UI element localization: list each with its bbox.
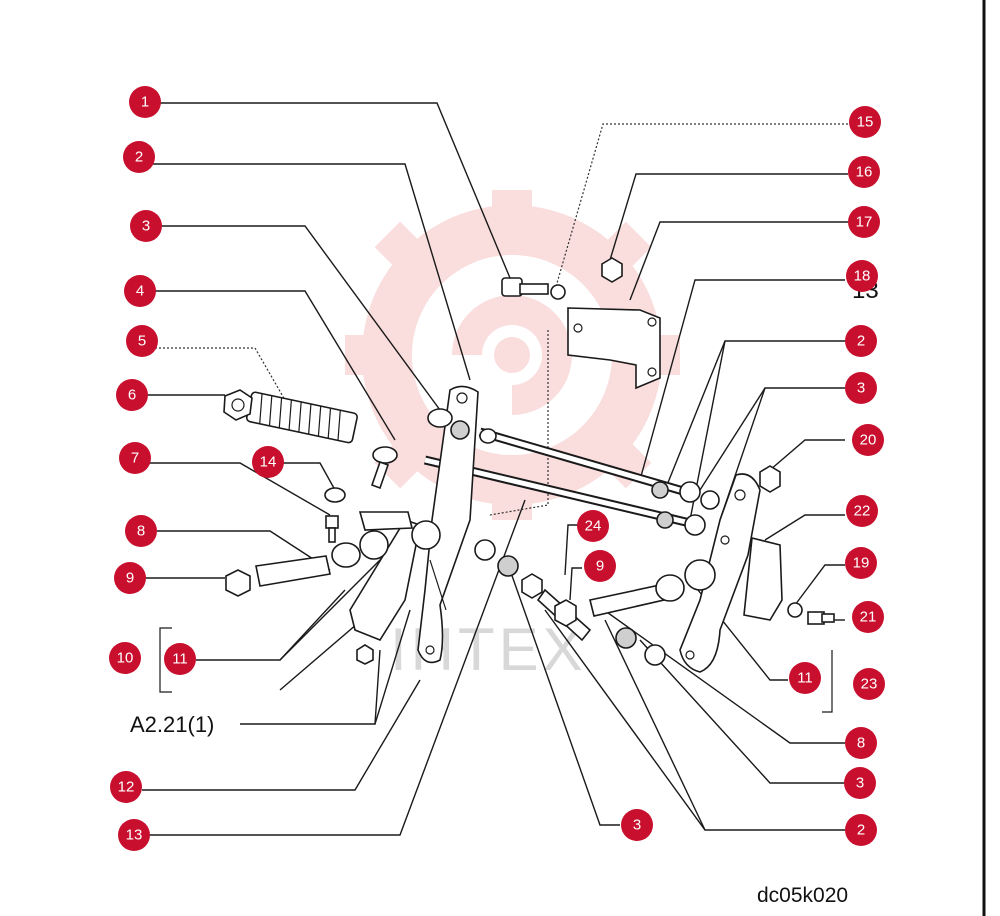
pin-right [589, 559, 716, 617]
bolt-top [501, 277, 566, 300]
callout-1: 1 [129, 86, 161, 118]
svg-text:10: 10 [117, 650, 134, 667]
eye-bolt [370, 446, 398, 490]
callout-5: 5 [126, 325, 158, 357]
callout-19: 19 [845, 547, 877, 579]
callout-23: 23 [853, 668, 885, 700]
svg-text:5: 5 [138, 333, 146, 350]
svg-text:21: 21 [860, 609, 877, 626]
callout-8: 8 [125, 515, 157, 547]
svg-text:15: 15 [857, 114, 874, 131]
leader-lines-right [489, 123, 848, 831]
washer-bolt-right [787, 602, 835, 625]
svg-text:14: 14 [260, 454, 277, 471]
callout-3-right: 3 [845, 372, 877, 404]
spring [245, 391, 358, 444]
svg-text:23: 23 [861, 676, 878, 693]
svg-text:24: 24 [585, 518, 602, 535]
callout-2-right: 2 [845, 325, 877, 357]
svg-text:9: 9 [126, 570, 134, 587]
hex-nut-right [759, 465, 781, 493]
svg-text:2: 2 [857, 822, 865, 839]
svg-text:8: 8 [137, 523, 145, 540]
svg-text:16: 16 [856, 164, 873, 181]
svg-text:3: 3 [633, 817, 641, 834]
callout-9: 9 [114, 562, 146, 594]
callout-21: 21 [852, 601, 884, 633]
callout-12: 12 [110, 771, 142, 803]
svg-text:7: 7 [131, 450, 139, 467]
callout-6: 6 [116, 379, 148, 411]
svg-text:8: 8 [857, 735, 865, 752]
callout-3-bottom: 3 [621, 809, 653, 841]
hex-nut-left [223, 389, 253, 421]
svg-text:3: 3 [856, 775, 864, 792]
callout-7: 7 [119, 442, 151, 474]
mounting-bracket-top [567, 307, 661, 390]
svg-text:3: 3 [142, 218, 150, 235]
callout-8-right: 8 [845, 727, 877, 759]
ball-joint-upper [427, 408, 497, 444]
callout-16: 16 [848, 156, 880, 188]
callout-10: 10 [109, 642, 141, 674]
callout-20: 20 [852, 424, 884, 456]
cap-washer [324, 487, 346, 503]
svg-text:22: 22 [854, 503, 871, 520]
left-lever-plate [417, 385, 479, 664]
callout-11: 11 [164, 643, 196, 675]
svg-text:18: 18 [854, 268, 871, 285]
svg-text:12: 12 [118, 779, 135, 796]
svg-text:13: 13 [126, 827, 143, 844]
reference-label: A2.21(1) [130, 712, 214, 737]
svg-text:17: 17 [856, 214, 873, 231]
callout-2: 2 [123, 141, 155, 173]
svg-text:3: 3 [857, 380, 865, 397]
hex-nut-top [601, 257, 623, 283]
callout-11-right: 11 [789, 662, 821, 694]
svg-text:11: 11 [172, 651, 188, 668]
callout-13: 13 [118, 819, 150, 851]
callout-9-center: 9 [584, 550, 616, 582]
svg-text:11: 11 [797, 670, 813, 687]
callout-24: 24 [577, 510, 609, 542]
pin-left [255, 520, 441, 587]
rod-ends-right [651, 481, 720, 536]
callout-3-lower-right: 3 [844, 767, 876, 799]
callout-2-bottom: 2 [845, 814, 877, 846]
svg-text:4: 4 [136, 283, 144, 300]
svg-text:19: 19 [853, 555, 870, 572]
small-nut [356, 644, 374, 665]
center-lower-parts [474, 539, 666, 666]
svg-text:2: 2 [857, 333, 865, 350]
svg-text:2: 2 [135, 149, 143, 166]
callout-3: 3 [130, 210, 162, 242]
mounting-plate-right [743, 537, 783, 621]
left-bracket [349, 511, 421, 641]
right-lever-plate [679, 473, 761, 673]
callout-18: 18 [846, 260, 878, 292]
diagram-code: dc05k020 [757, 884, 848, 907]
callout-4: 4 [124, 275, 156, 307]
svg-text:1: 1 [141, 94, 149, 111]
hex-nut-lower-left [225, 569, 251, 597]
svg-text:20: 20 [860, 432, 877, 449]
parts [223, 257, 835, 673]
svg-text:6: 6 [128, 387, 136, 404]
svg-text:9: 9 [596, 558, 604, 575]
callout-17: 17 [848, 206, 880, 238]
callout-22: 22 [846, 495, 878, 527]
callout-14: 14 [252, 446, 284, 478]
small-bolt [325, 515, 339, 543]
callout-15: 15 [849, 106, 881, 138]
